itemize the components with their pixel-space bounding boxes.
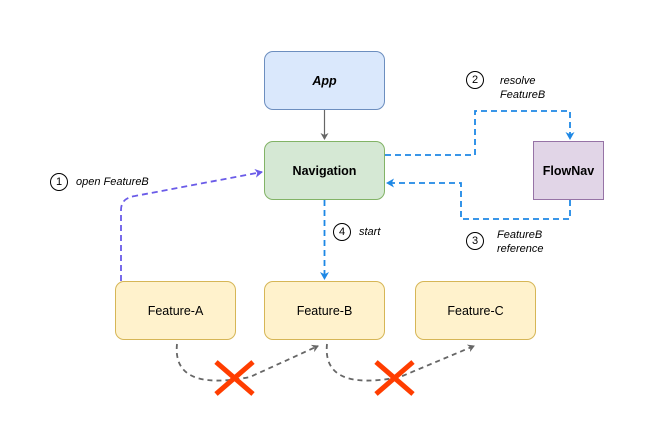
- step-2-badge: 2: [466, 71, 484, 89]
- node-flownav-label: FlowNav: [542, 163, 595, 178]
- step-2-label-line1: resolve: [500, 75, 536, 87]
- node-feature-c[interactable]: Feature-C: [415, 281, 536, 340]
- step-3-badge: 3: [466, 232, 484, 250]
- node-flownav[interactable]: FlowNav: [533, 141, 604, 200]
- step-4-badge: 4: [333, 223, 351, 241]
- node-feature-a[interactable]: Feature-A: [115, 281, 236, 340]
- curve-feature-a-to-feature-b: [175, 343, 319, 382]
- step-3-label-line2: reference: [497, 243, 544, 255]
- arrow-featureb-reference: [386, 178, 571, 220]
- step-1-badge: 1: [50, 173, 68, 191]
- step-2-label: resolve FeatureB: [500, 74, 545, 102]
- arrow-resolve-featureb: [385, 110, 575, 156]
- forbidden-cross-icon: [214, 360, 255, 396]
- node-feature-b[interactable]: Feature-B: [264, 281, 385, 340]
- forbidden-cross-icon: [374, 360, 415, 396]
- node-feature-c-label: Feature-C: [447, 303, 504, 318]
- node-navigation[interactable]: Navigation: [264, 141, 385, 200]
- arrow-open-featureb: [120, 168, 263, 281]
- node-navigation-label: Navigation: [292, 163, 357, 178]
- node-feature-b-label: Feature-B: [296, 303, 353, 318]
- node-app[interactable]: App: [264, 51, 385, 110]
- step-1-label: open FeatureB: [76, 176, 149, 188]
- node-feature-a-label: Feature-A: [147, 303, 204, 318]
- step-3-label-line1: FeatureB: [497, 229, 543, 241]
- step-4-label: start: [359, 226, 381, 238]
- node-app-label: App: [312, 73, 337, 88]
- step-3-label: FeatureB reference: [497, 228, 543, 256]
- step-2-label-line2: FeatureB: [500, 89, 546, 101]
